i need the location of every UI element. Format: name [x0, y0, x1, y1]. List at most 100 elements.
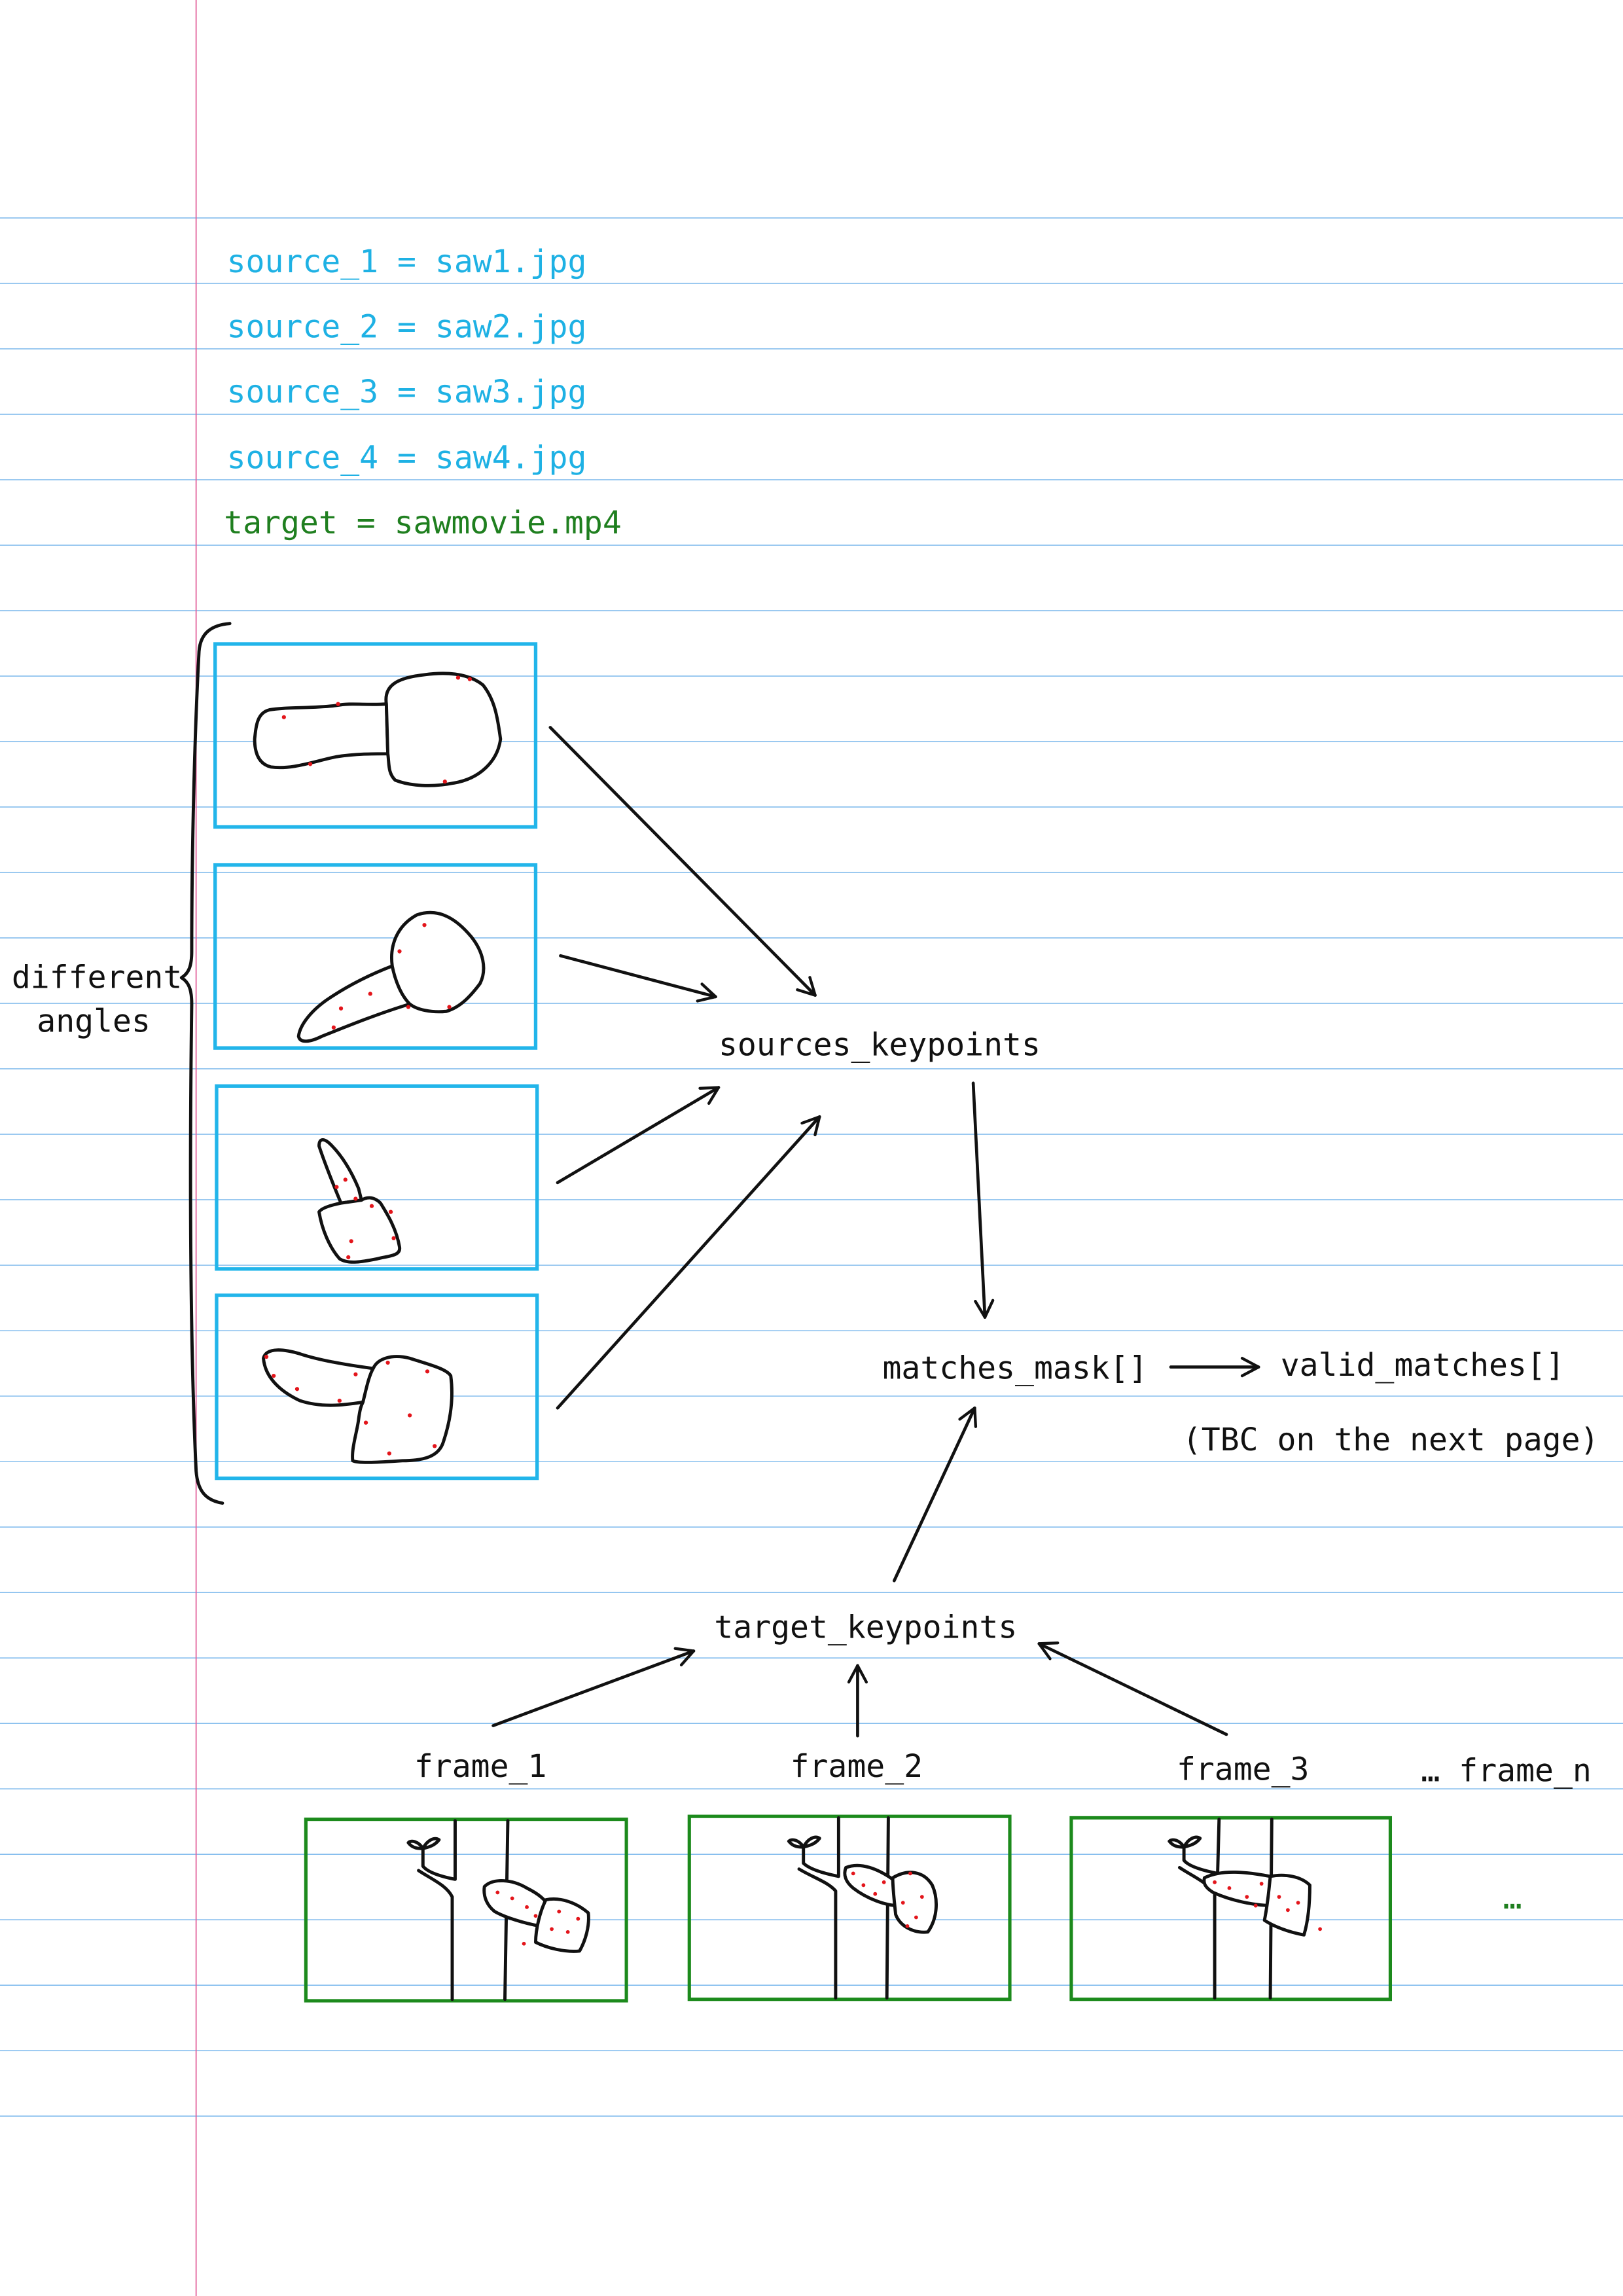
keypoint-dot [447, 1005, 452, 1009]
source-image-frame [215, 1293, 539, 1480]
keypoint-dot [336, 702, 340, 706]
keypoint-dot [442, 780, 447, 784]
more-frames-ellipsis: … [1503, 1880, 1522, 1916]
tree-trunk-sketch [1177, 1818, 1274, 2000]
arrow-target-keypoints-to-matches-mask [892, 1406, 978, 1583]
keypoint-dot [1285, 1908, 1290, 1912]
keypoint-dots [281, 675, 472, 784]
keypoint-dot [525, 1905, 529, 1909]
keypoint-dots [264, 1354, 437, 1456]
keypoint-dot [408, 1413, 412, 1418]
valid-matches-node: valid_matches[] [1281, 1347, 1565, 1384]
keypoint-dots [334, 1177, 396, 1260]
matches-mask-node: matches_mask[] [882, 1350, 1147, 1387]
keypoint-dot [882, 1880, 886, 1884]
video-frame-1 [304, 1818, 628, 2003]
keypoint-dot [425, 1369, 430, 1374]
keypoint-dot [387, 1451, 391, 1456]
keypoint-dot [861, 1883, 866, 1888]
keypoint-dot [576, 1916, 580, 1921]
keypoint-dot [349, 1239, 353, 1244]
arrow-source4-to-sources-keypoints [556, 1115, 821, 1410]
keypoint-dot [533, 1914, 538, 1918]
keypoint-dot [433, 1444, 437, 1448]
keypoint-dot [919, 1895, 924, 1899]
saw-handle-sketch [296, 964, 412, 1043]
arrow-source1-to-sources-keypoints [548, 726, 817, 997]
keypoint-dot [338, 1006, 344, 1011]
video-frame-2 [687, 1814, 1012, 2001]
source-3-assignment: source_3 = saw3.jpg [227, 374, 587, 410]
source-1-assignment: source_1 = saw1.jpg [227, 243, 587, 280]
keypoint-dot [353, 1372, 358, 1376]
saw-handle-sketch [1262, 1873, 1311, 1937]
keypoint-dot [363, 1420, 368, 1425]
keypoint-dot [873, 1892, 878, 1896]
keypoint-dot [522, 1941, 526, 1946]
keypoint-dot [369, 1204, 374, 1208]
saw-handle-sketch [317, 1138, 363, 1205]
keypoint-dot [272, 1373, 276, 1378]
keypoint-dot [397, 949, 402, 954]
keypoint-dots [1213, 1880, 1323, 1931]
saw-handle-sketch [891, 1871, 938, 1934]
source-4-assignment: source_4 = saw4.jpg [227, 440, 587, 476]
brace-label-line1: different [12, 959, 182, 996]
keypoint-dot [281, 715, 286, 719]
keypoint-dot [1245, 1895, 1249, 1899]
keypoint-dot [495, 1890, 500, 1895]
keypoint-dot [368, 992, 372, 996]
source-image-1 [213, 642, 538, 829]
keypoint-dots [851, 1871, 924, 1928]
source-image-3 [215, 1084, 539, 1271]
saw-blade-sketch [351, 1355, 454, 1464]
source-image-frame [213, 863, 538, 1050]
keypoint-dot [914, 1915, 918, 1920]
keypoint-dot [1253, 1903, 1258, 1908]
sources-keypoints-node: sources_keypoints [719, 1026, 1041, 1063]
keypoint-dot [1213, 1880, 1217, 1884]
keypoint-dot [343, 1177, 348, 1182]
keypoint-dot [905, 1924, 910, 1928]
video-frame-border [1069, 1816, 1393, 2001]
arrow-sources-keypoints-to-matches-mask [971, 1081, 995, 1319]
frame-n-label: … frame_n [1421, 1753, 1591, 1789]
frame-1-label: frame_1 [414, 1748, 547, 1785]
sprout-sketch [406, 1837, 441, 1850]
keypoint-dots [331, 923, 452, 1030]
keypoint-dot [294, 1387, 300, 1391]
target-assignment: target = sawmovie.mp4 [224, 505, 622, 541]
keypoint-dots [495, 1890, 580, 1946]
keypoint-dot [901, 1901, 905, 1905]
target-keypoints-node: target_keypoints [714, 1609, 1017, 1645]
keypoint-dot [353, 1196, 358, 1201]
keypoint-dot [331, 1025, 336, 1030]
keypoint-dot [385, 1360, 390, 1365]
frame-3-label: frame_3 [1177, 1751, 1310, 1787]
saw-handle-sketch [262, 1348, 375, 1407]
saw-blade-sketch [390, 910, 486, 1014]
keypoint-dot [308, 762, 313, 766]
saw-blade-sketch [384, 672, 503, 787]
tree-trunk-sketch [797, 1816, 890, 2000]
keypoint-dot [334, 1185, 339, 1189]
keypoint-dot [264, 1354, 269, 1359]
keypoint-dot [337, 1398, 342, 1403]
keypoint-dot [1277, 1895, 1281, 1899]
source-image-frame [213, 642, 538, 829]
keypoint-dot [550, 1927, 554, 1931]
saw-blade-sketch [317, 1196, 401, 1264]
saw-blade-sketch [843, 1863, 901, 1908]
source-image-frame [215, 1084, 539, 1271]
saw-handle-sketch [253, 702, 390, 770]
video-frame-3 [1069, 1816, 1393, 2001]
keypoint-dot [1227, 1886, 1232, 1890]
sprout-sketch [787, 1835, 821, 1849]
keypoint-dot [851, 1871, 855, 1876]
curly-brace [179, 622, 232, 1505]
arrow-frame3-to-target-keypoints [1037, 1641, 1228, 1736]
source-image-2 [213, 863, 538, 1050]
keypoint-dot [1259, 1882, 1264, 1886]
source-2-assignment: source_2 = saw2.jpg [227, 308, 587, 345]
